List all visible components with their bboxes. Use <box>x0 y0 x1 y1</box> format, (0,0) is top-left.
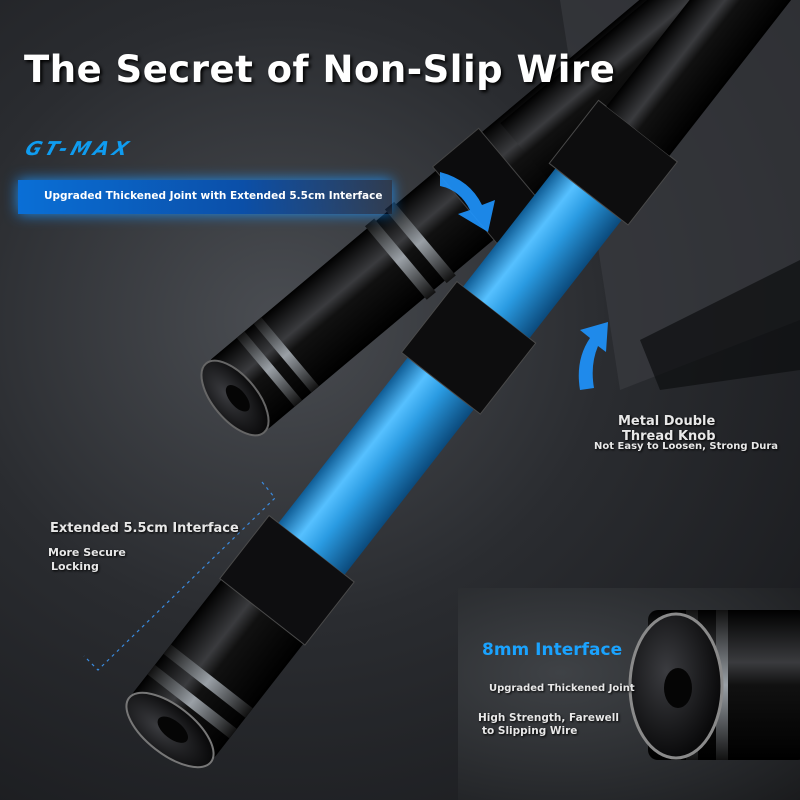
rod-upper <box>200 0 782 437</box>
metal-knob-detail: Not Easy to Loosen, Strong Dura <box>594 441 779 452</box>
feature-badge-text: Upgraded Thickened Joint with Extended 5… <box>44 190 383 202</box>
extended-interface-label: Extended 5.5cm Interface <box>50 521 239 536</box>
page-title: The Secret of Non-Slip Wire <box>24 48 616 91</box>
feature-badge: Upgraded Thickened Joint with Extended 5… <box>18 180 392 214</box>
inset-panel <box>458 588 800 800</box>
inset-detail-line1: High Strength, Farewell <box>478 712 620 724</box>
metal-knob-line2: Thread Knob <box>622 429 716 444</box>
inset-rod-end <box>628 610 800 760</box>
blue-arrow-upper <box>440 172 495 232</box>
secure-locking-label: More Secure Locking <box>48 546 126 574</box>
rod-lower <box>125 0 793 769</box>
blue-arrow-lower <box>578 322 608 390</box>
background-shadow <box>640 260 800 390</box>
inset-subtitle: Upgraded Thickened Joint <box>489 683 635 694</box>
inset-detail: High Strength, Farewell to Slipping Wire <box>478 712 619 738</box>
brand-logo: GT-MAX <box>22 138 136 160</box>
inset-detail-line2: to Slipping Wire <box>482 725 578 737</box>
secure-locking-line2: Locking <box>51 560 99 573</box>
metal-knob-label: Metal Double Thread Knob <box>618 414 716 444</box>
metal-knob-line1: Metal Double <box>618 414 716 429</box>
inset-title: 8mm Interface <box>482 640 623 660</box>
secure-locking-line1: More Secure <box>48 546 126 559</box>
